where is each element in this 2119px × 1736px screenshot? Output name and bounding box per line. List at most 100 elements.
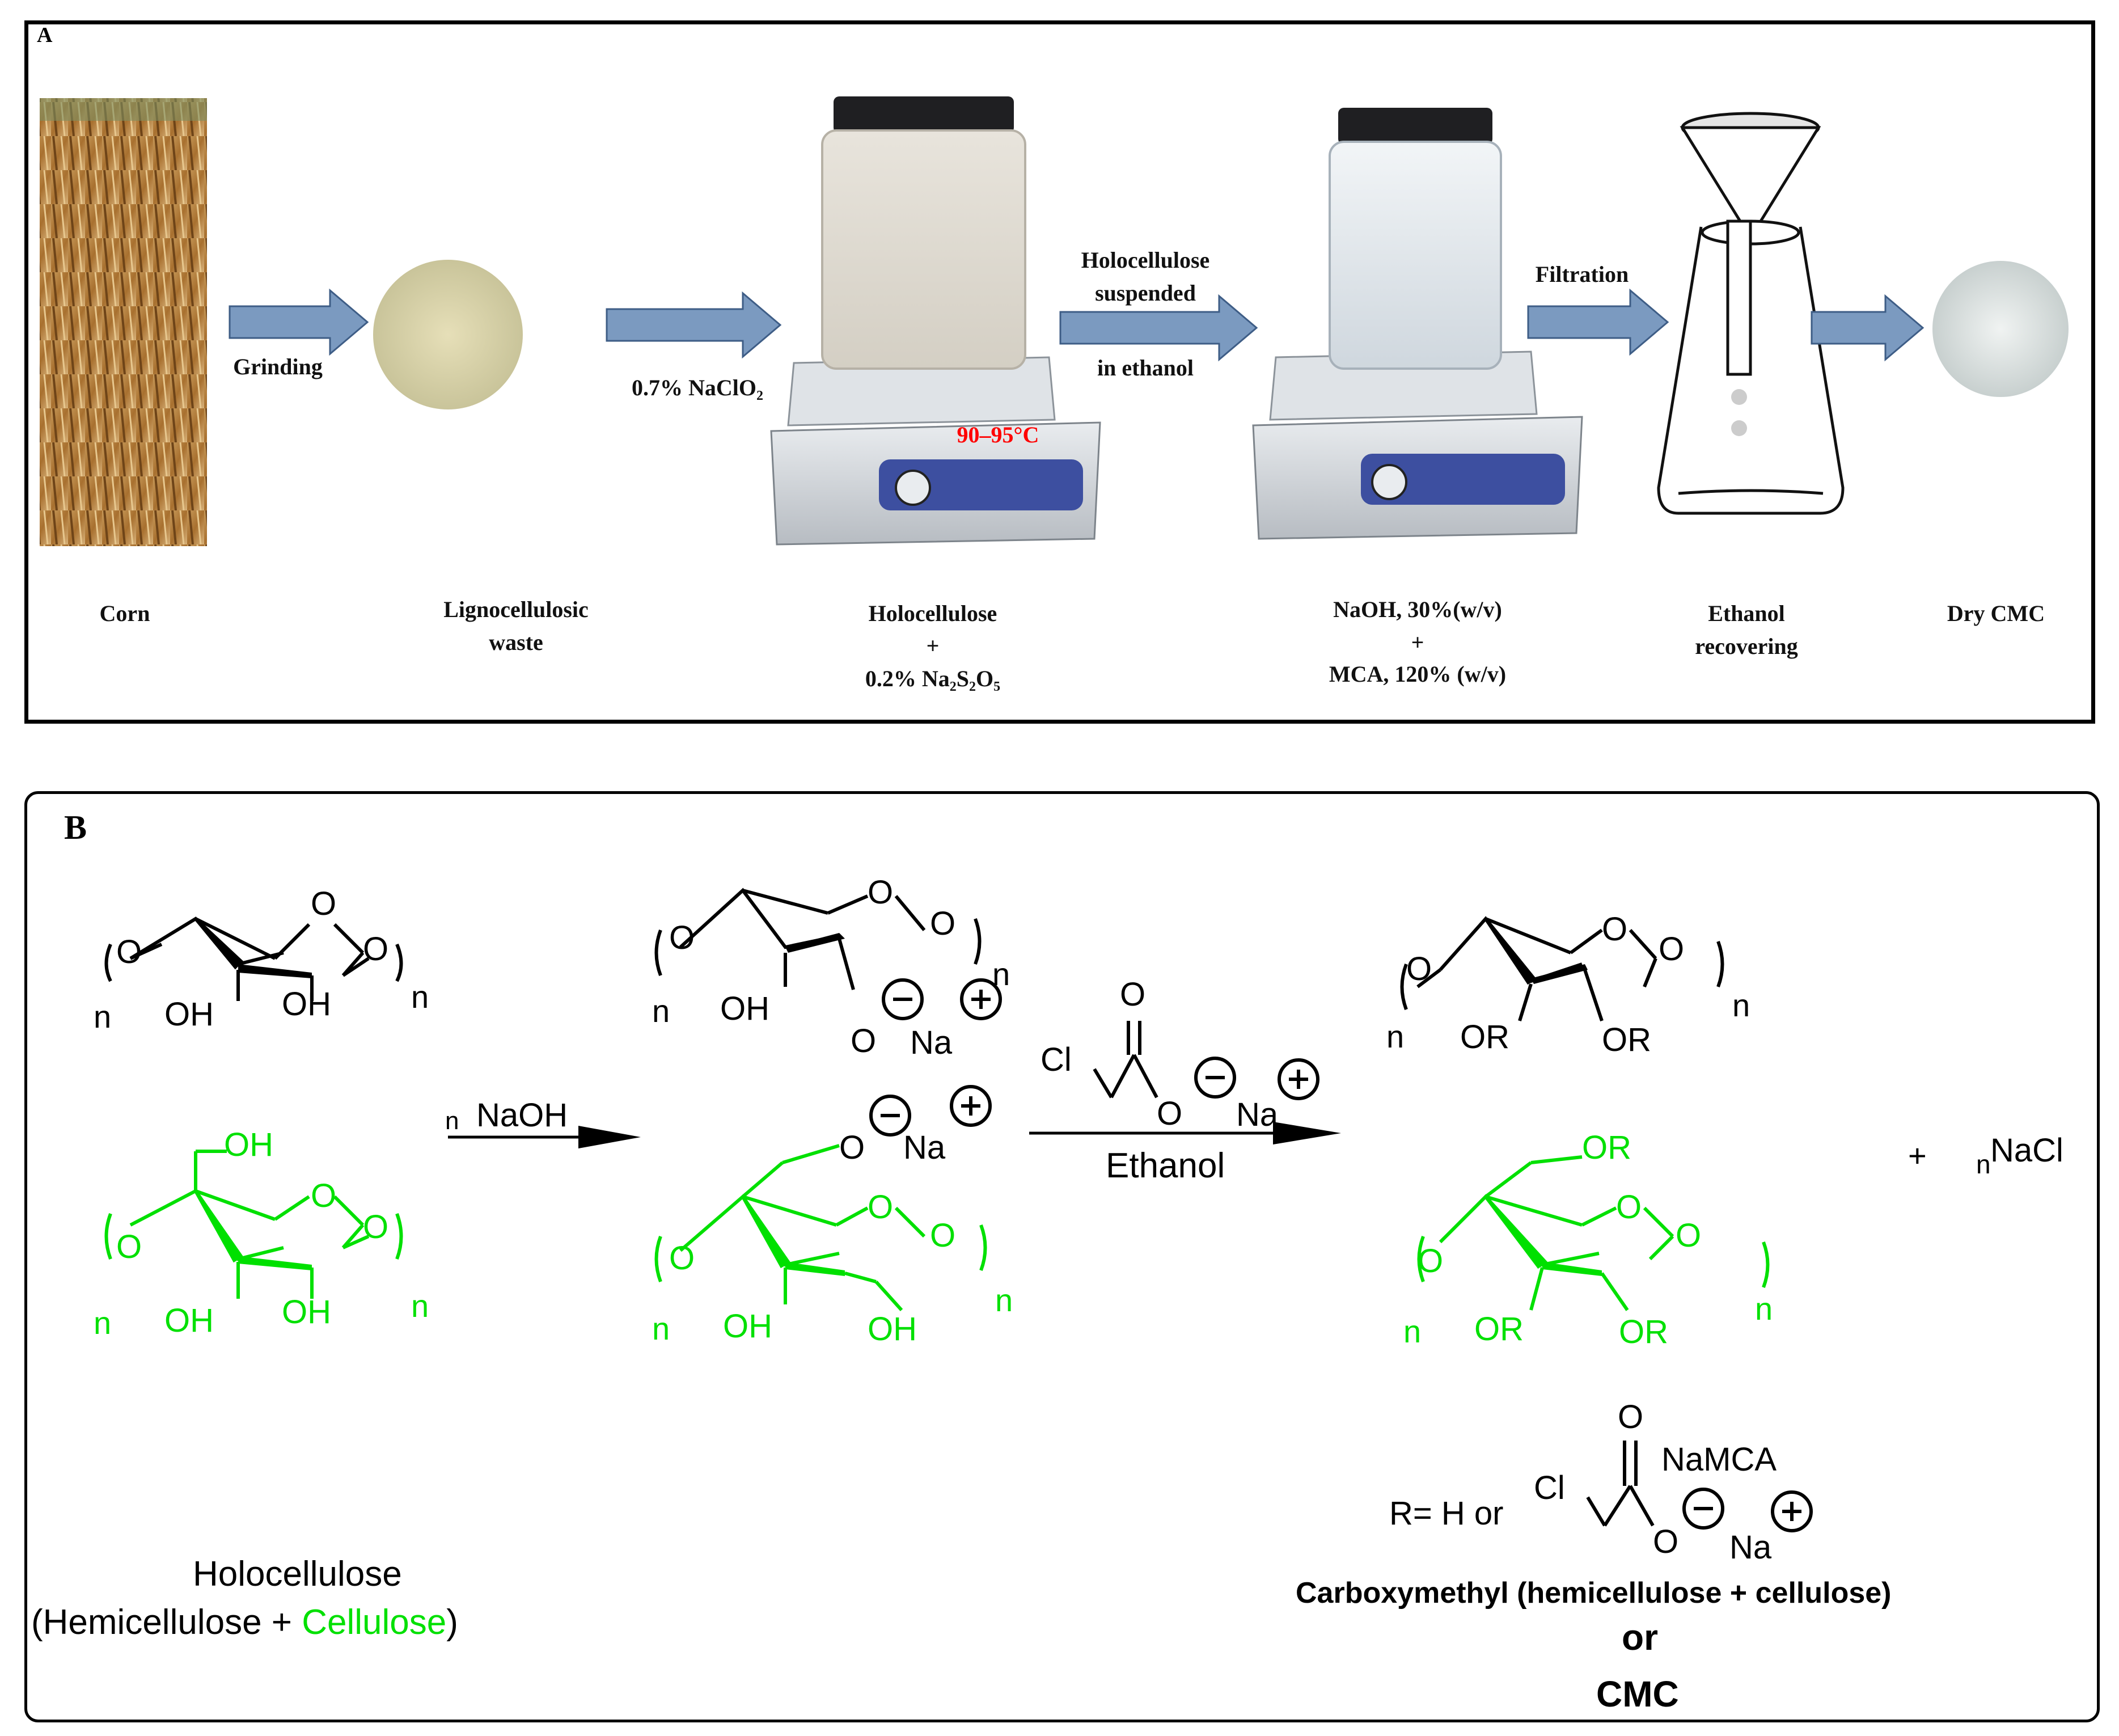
step-lignocellulosic-2: waste [489, 630, 543, 655]
reagent-n-small: n [445, 1107, 459, 1135]
s2g-n-left: n [652, 1311, 670, 1346]
product-cmc: CMC [1596, 1674, 1679, 1714]
label-grinding: Grinding [233, 354, 323, 379]
hotplate-2 [1252, 350, 1583, 540]
step-mca: MCA, 120% (w/v) [1329, 661, 1507, 687]
step-plus-1: + [926, 633, 940, 658]
structure-1-hemicellulose [104, 916, 403, 1001]
funnel-flask [1657, 112, 1845, 515]
s2g-n-right: n [995, 1282, 1013, 1318]
step-lignocellulosic-1: Lignocellulosic [443, 597, 589, 622]
reagent-cl: Cl [1041, 1041, 1072, 1078]
byproduct-plus: + [1908, 1138, 1927, 1173]
s3g-or-2: OR [1619, 1313, 1668, 1350]
step-ethanol-2: recovering [1695, 633, 1798, 659]
reagent-na: Na [1236, 1096, 1279, 1133]
name-holocellulose: Holocellulose [193, 1555, 402, 1594]
s3-or-1: OR [1460, 1019, 1509, 1055]
step-holocellulose: Holocellulose [868, 601, 997, 626]
s2-left-o: O [669, 919, 695, 956]
s2-o-minus: O [851, 1023, 877, 1059]
s1g-left-o: O [116, 1228, 142, 1265]
dry-cmc-image [1932, 261, 2069, 397]
byproduct-nacl: NaCl [1990, 1132, 2063, 1169]
s1g-right-o: O [363, 1209, 389, 1245]
s1-oh-2: OH [282, 986, 331, 1023]
s3g-ring-o: O [1616, 1189, 1642, 1226]
arrow-suspended [1059, 294, 1258, 362]
s3-n-right: n [1732, 987, 1750, 1023]
s3-left-o: O [1406, 951, 1432, 987]
s2g-oh-2: OH [868, 1311, 917, 1348]
byproduct-n: n [1976, 1150, 1991, 1179]
s2g-o-minus: O [839, 1129, 865, 1166]
panel-a-label: A [37, 23, 53, 47]
name-cellulose: Cellulose [302, 1603, 447, 1642]
namca-label: NaMCA [1661, 1441, 1777, 1478]
namca-o-top: O [1618, 1399, 1644, 1435]
s3g-or-1: OR [1474, 1311, 1524, 1348]
jar-1 [821, 96, 1026, 370]
step-ethanol-1: Ethanol [1708, 601, 1785, 626]
s1-n-right: n [411, 979, 429, 1015]
s2-right-o: O [930, 905, 956, 942]
name-hemicellulose-cellulose: (Hemicellulose + Cellulose) [31, 1605, 458, 1640]
reaction-arrow-1 [448, 1126, 641, 1148]
reagent-o: O [1157, 1095, 1183, 1132]
structure-1-cellulose [104, 1150, 403, 1299]
reagent-naoh: NaOH [476, 1097, 568, 1134]
structure-2-cellulose [654, 1144, 987, 1312]
structure-2-hemicellulose [654, 888, 1002, 1020]
s2g-right-o: O [930, 1217, 956, 1254]
arrow-final [1811, 294, 1925, 362]
label-ethanol: Ethanol [1106, 1146, 1225, 1185]
corn-image [40, 98, 207, 546]
s1g-oh-1: OH [164, 1302, 214, 1339]
s1-ring-o: O [311, 885, 337, 922]
s3-n-left: n [1386, 1019, 1405, 1054]
structure-3-hemicellulose [1400, 916, 1724, 1021]
namca-cl: Cl [1534, 1469, 1565, 1506]
s2g-ring-o: O [868, 1189, 894, 1226]
s3g-or-top: OR [1582, 1129, 1631, 1166]
namca-structure [1586, 1441, 1813, 1532]
label-temperature: 90–95°C [957, 422, 1039, 447]
name-close-paren: ) [446, 1603, 458, 1642]
arrow-naclo2 [606, 291, 782, 359]
s1-n-left: n [94, 999, 112, 1034]
label-suspended-2: suspended [1095, 280, 1196, 306]
s2g-na: Na [903, 1129, 946, 1166]
s2g-left-o: O [669, 1240, 695, 1277]
namca-na: Na [1729, 1529, 1772, 1566]
s3-ring-o: O [1602, 911, 1628, 948]
s2-n-right: n [992, 956, 1010, 992]
label-suspended-1: Holocellulose [1081, 247, 1210, 273]
label-naclo2: 0.7% NaClO₂ [632, 375, 763, 400]
arrow-filtration [1527, 288, 1669, 356]
s1g-oh-2: OH [282, 1294, 331, 1330]
lignocellulosic-image [373, 260, 523, 409]
s1-right-o: O [363, 931, 389, 968]
s3-right-o: O [1659, 931, 1685, 968]
panel-b-label: B [64, 809, 87, 846]
s1g-n-right: n [411, 1288, 429, 1324]
s1-oh-1: OH [164, 996, 214, 1033]
namca-o: O [1653, 1523, 1679, 1560]
reaction-arrow-2 [1029, 1122, 1341, 1144]
s2-na: Na [910, 1024, 953, 1061]
s3-or-2: OR [1602, 1021, 1651, 1058]
s2-n-left: n [652, 993, 670, 1029]
s3g-left-o: O [1418, 1243, 1444, 1279]
arrow-grinding [229, 288, 369, 356]
product-or: or [1622, 1617, 1658, 1658]
s3g-n-left: n [1403, 1313, 1422, 1349]
s2-ring-o: O [868, 874, 894, 911]
product-name: Carboxymethyl (hemicellulose + cellulose… [1296, 1577, 1892, 1610]
label-suspended-3: in ethanol [1097, 355, 1194, 381]
s1g-n-left: n [94, 1305, 112, 1341]
label-filtration: Filtration [1535, 261, 1629, 287]
s3g-n-right: n [1755, 1291, 1773, 1327]
reagent-o-top: O [1120, 976, 1146, 1013]
hotplate-1 [770, 356, 1101, 546]
